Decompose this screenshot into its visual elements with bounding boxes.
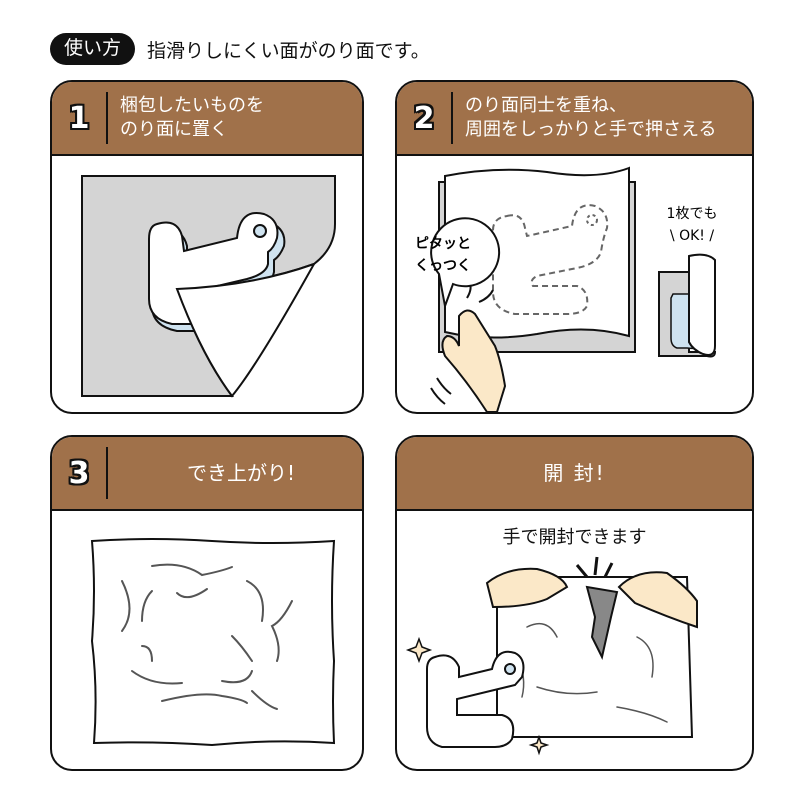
step-header: 3 でき上がり!: [52, 437, 362, 511]
open-caption: 手で開封できます: [502, 527, 647, 548]
usage-badge: 使い方: [50, 33, 136, 65]
hand-icon: [441, 309, 507, 412]
step-3-illustration: [52, 511, 362, 769]
step-card-4: 開 封! 手で開封できます: [395, 435, 754, 771]
sparkle-icon: [405, 636, 433, 664]
right-hand-icon: [617, 571, 698, 629]
step-1-illustration: [52, 156, 362, 412]
step-card-3: 3 でき上がり!: [50, 435, 364, 771]
speech-bubble: [430, 217, 501, 310]
step-2-illustration: ピタッと くっつく 1枚でも \ OK! /: [397, 156, 752, 412]
object-icon: [426, 650, 525, 748]
step-header: 2 のり面同士を重ね、 周囲をしっかりと手で押さえる: [397, 82, 752, 156]
peeled-corner: [175, 262, 317, 398]
step-heading: 開 封!: [543, 461, 606, 485]
header-divider: [106, 92, 108, 144]
step-heading: でき上がり!: [186, 461, 296, 485]
sparkle-icon: [528, 734, 550, 756]
svg-text:くっつく: くっつく: [415, 258, 471, 274]
header-divider: [106, 447, 108, 499]
step-card-1: 1 梱包したいものを のり面に置く: [50, 80, 364, 414]
title-text: 指滑りしにくい面がのり面です。: [147, 39, 430, 62]
header-divider: [451, 92, 453, 144]
svg-text:ピタッと: ピタッと: [415, 236, 471, 252]
step-number: 1: [68, 100, 90, 136]
folded-sheet: [444, 166, 630, 339]
tear-line: [585, 585, 619, 660]
step-card-2: 2 のり面同士を重ね、 周囲をしっかりと手で押さえる ピタッと くっつく 1枚: [395, 80, 754, 414]
left-hand-icon: [485, 567, 569, 609]
step-number: 3: [68, 455, 90, 491]
title-row: 使い方 指滑りしにくい面がのり面です。: [50, 33, 430, 65]
step-instruction: 梱包したいものを のり面に置く: [120, 95, 264, 140]
finished-package: [90, 538, 336, 747]
svg-text:1枚でも: 1枚でも: [667, 206, 718, 222]
step-4-illustration: [397, 547, 752, 769]
svg-text:\ OK! /: \ OK! /: [670, 228, 714, 244]
step-instruction: のり面同士を重ね、 周囲をしっかりと手で押さえる: [465, 95, 717, 140]
step-number: 2: [413, 100, 435, 136]
step-header: 1 梱包したいものを のり面に置く: [52, 82, 362, 156]
step-header: 開 封!: [397, 437, 752, 511]
